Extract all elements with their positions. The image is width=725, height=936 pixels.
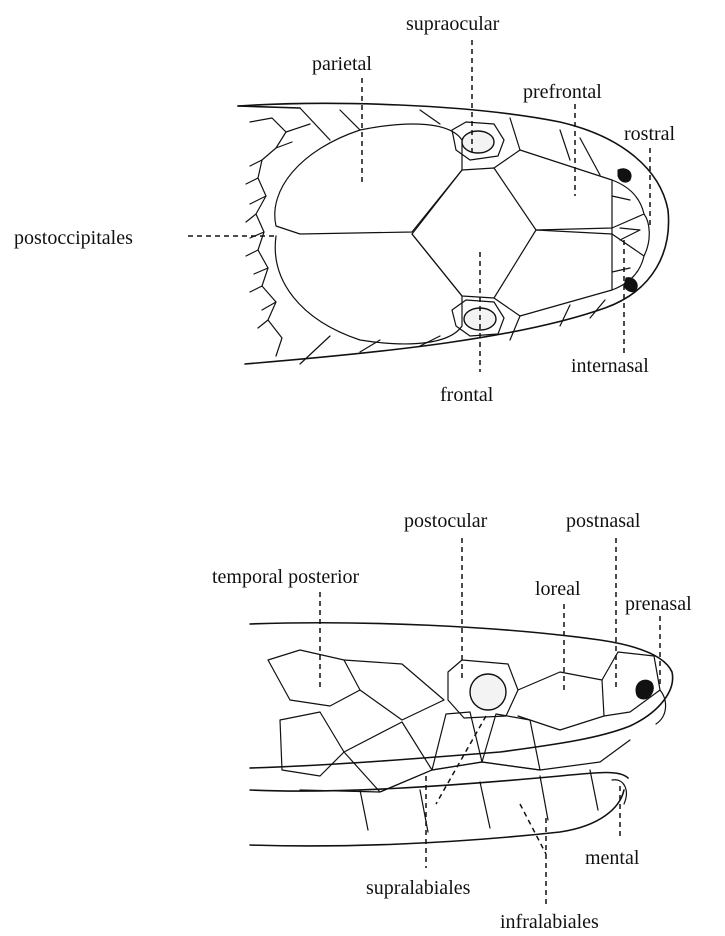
label-rostral: rostral [624, 123, 676, 145]
label-prenasal: prenasal [625, 593, 692, 615]
leader-lines [188, 40, 660, 906]
label-supraocular: supraocular [406, 13, 500, 35]
nostril-lower [624, 278, 637, 292]
label-postoccipitales: postoccipitales [14, 227, 133, 249]
label-temporal-posterior: temporal posterior [212, 566, 360, 588]
label-frontal: frontal [440, 384, 494, 406]
label-mental: mental [585, 847, 640, 869]
label-infralabiales: infralabiales [500, 911, 599, 933]
labels: supraocular parietal prefrontal rostral … [14, 13, 692, 933]
label-loreal: loreal [535, 578, 581, 600]
label-postocular: postocular [404, 510, 488, 532]
label-internasal: internasal [571, 355, 649, 377]
label-postnasal: postnasal [566, 510, 641, 532]
nostril-upper [618, 169, 631, 182]
dorsal-view-head [238, 103, 669, 364]
eye-postocular [470, 674, 506, 710]
label-prefrontal: prefrontal [523, 81, 602, 103]
label-parietal: parietal [312, 53, 372, 75]
supraocular-scale [462, 131, 494, 153]
label-supralabiales: supralabiales [366, 877, 471, 899]
